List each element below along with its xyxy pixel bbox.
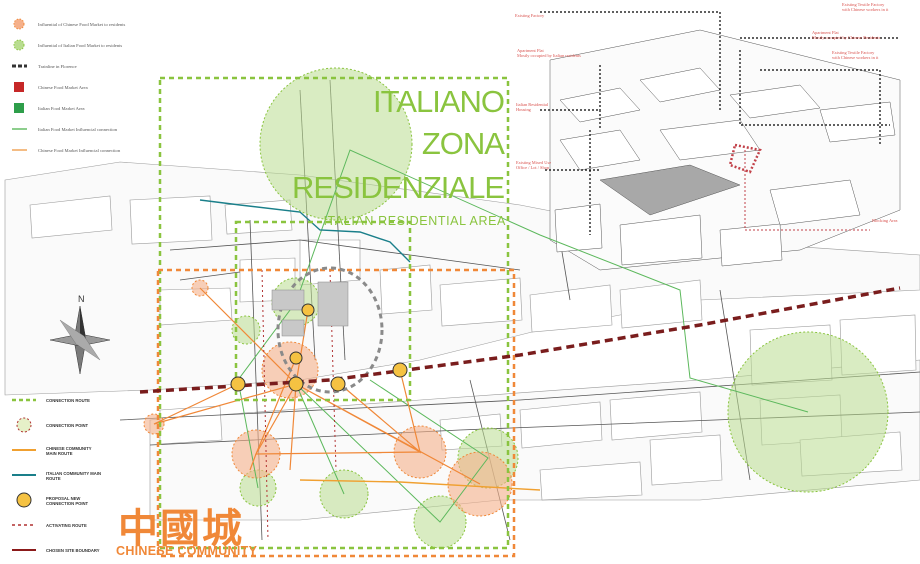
green-connection-route-frame — [158, 76, 510, 550]
chinese-title: 中國城 — [118, 506, 244, 552]
legend-label: Chinese Food Market Influencial connecti… — [38, 148, 121, 153]
annotation-text: with Chinese workers in it — [842, 7, 889, 12]
annotation-text: Existing Mixed Use — [516, 160, 552, 165]
teal-italian-route — [199, 199, 411, 263]
legend-top: Influential of Chinese Food Market to re… — [10, 14, 210, 161]
legend-label: ITALIAN COMMUNITY MAIN ROUTE — [46, 470, 101, 481]
chinese-subtitle: CHINESE COMMUNITY — [116, 544, 258, 558]
legend-item: Trainline in Florence — [10, 56, 210, 77]
legend-item: CHOSEN SITE BOUNDARY — [10, 538, 120, 563]
legend-top-symbols — [12, 18, 27, 151]
annotation-existing-factory: Existing Factory — [515, 13, 545, 18]
legend-item: ITALIAN COMMUNITY MAIN ROUTE — [10, 463, 120, 488]
annotation-text: Apartment Flat — [517, 48, 544, 53]
annotation-text: Housing — [516, 107, 531, 112]
north-arrow-icon: N — [49, 294, 111, 375]
legend-item: ACTIVATING ROUTE — [10, 513, 120, 538]
axonometric-building-view — [549, 29, 901, 271]
chinese-main-route — [299, 479, 541, 491]
activating-routes — [261, 269, 337, 541]
axonometric-callout-lines — [540, 11, 900, 235]
orange-connection-route-frame — [156, 220, 516, 558]
italian-title-line-2: ZONA — [421, 126, 505, 161]
legend-bottom-symbols — [12, 398, 36, 551]
legend-item: Italian Food Market Influencial connecti… — [10, 119, 210, 140]
annotation-text: Existing Textile Factory — [842, 2, 885, 7]
annotation-text: Apartment Flat — [812, 30, 839, 35]
legend-label: Italian Food Market Influencial connecti… — [38, 127, 118, 132]
annotation-text: Mostly occupied by Chinese Residents — [812, 35, 881, 40]
legend-label: CHINESE COMMUNITY MAIN ROUTE — [46, 445, 92, 456]
axonometric-red-callouts — [728, 143, 870, 231]
legend-label: CONNECTION POINT — [46, 423, 89, 428]
legend-label: Trainline in Florence — [38, 64, 77, 69]
legend-item: CONNECTION ROUTE — [10, 388, 120, 413]
legend-label: Chinese Food Market Area — [38, 85, 88, 90]
legend-bottom: CONNECTION ROUTE CONNECTION POINT CHINES… — [10, 388, 120, 563]
legend-item: Influential of Italian Food Market to re… — [10, 35, 210, 56]
legend-item: PROPOSAL NEW CONNECTION POINT — [10, 488, 120, 513]
legend-item: CHINESE COMMUNITY MAIN ROUTE — [10, 438, 120, 463]
proposal-connection-points — [230, 303, 408, 392]
legend-label: CONNECTION ROUTE — [46, 398, 90, 403]
legend-item: Influential of Chinese Food Market to re… — [10, 14, 210, 35]
trainline — [139, 286, 901, 394]
market-buildings — [271, 281, 349, 337]
svg-text:N: N — [78, 294, 85, 304]
annotation-text: Existing Textile Factory — [832, 50, 875, 55]
legend-label: Influential of Italian Food Market to re… — [38, 43, 123, 48]
annotation-blocking-area: Blocking Area — [872, 218, 898, 223]
legend-label: CHOSEN SITE BOUNDARY — [46, 548, 100, 553]
italian-subtitle: ITALIAN RESIDENTIAL AREA — [323, 214, 506, 228]
legend-item: Chinese Food Market Area — [10, 77, 210, 98]
annotation-text: Italian Residential — [516, 102, 549, 107]
legend-label: Influential of Chinese Food Market to re… — [38, 22, 126, 27]
legend-item: Italian Food Market Area — [10, 98, 210, 119]
legend-label: Italian Food Market Area — [38, 106, 85, 111]
annotation-text: with Chinese workers in it — [832, 55, 879, 60]
legend-item: Chinese Food Market Influencial connecti… — [10, 140, 210, 161]
market-area-ellipse — [276, 266, 384, 394]
legend-item: CONNECTION POINT — [10, 413, 120, 438]
legend-label: ACTIVATING ROUTE — [46, 523, 87, 528]
annotation-text: Mostly occupied by Italian residents — [517, 53, 581, 58]
annotation-text: Office / Lot / Shop — [516, 165, 550, 170]
legend-label: PROPOSAL NEW CONNECTION POINT — [46, 495, 89, 506]
italian-title-line-1: ITALIANO — [373, 84, 505, 119]
italian-title-line-3: RESIDENZIALE — [292, 170, 505, 205]
